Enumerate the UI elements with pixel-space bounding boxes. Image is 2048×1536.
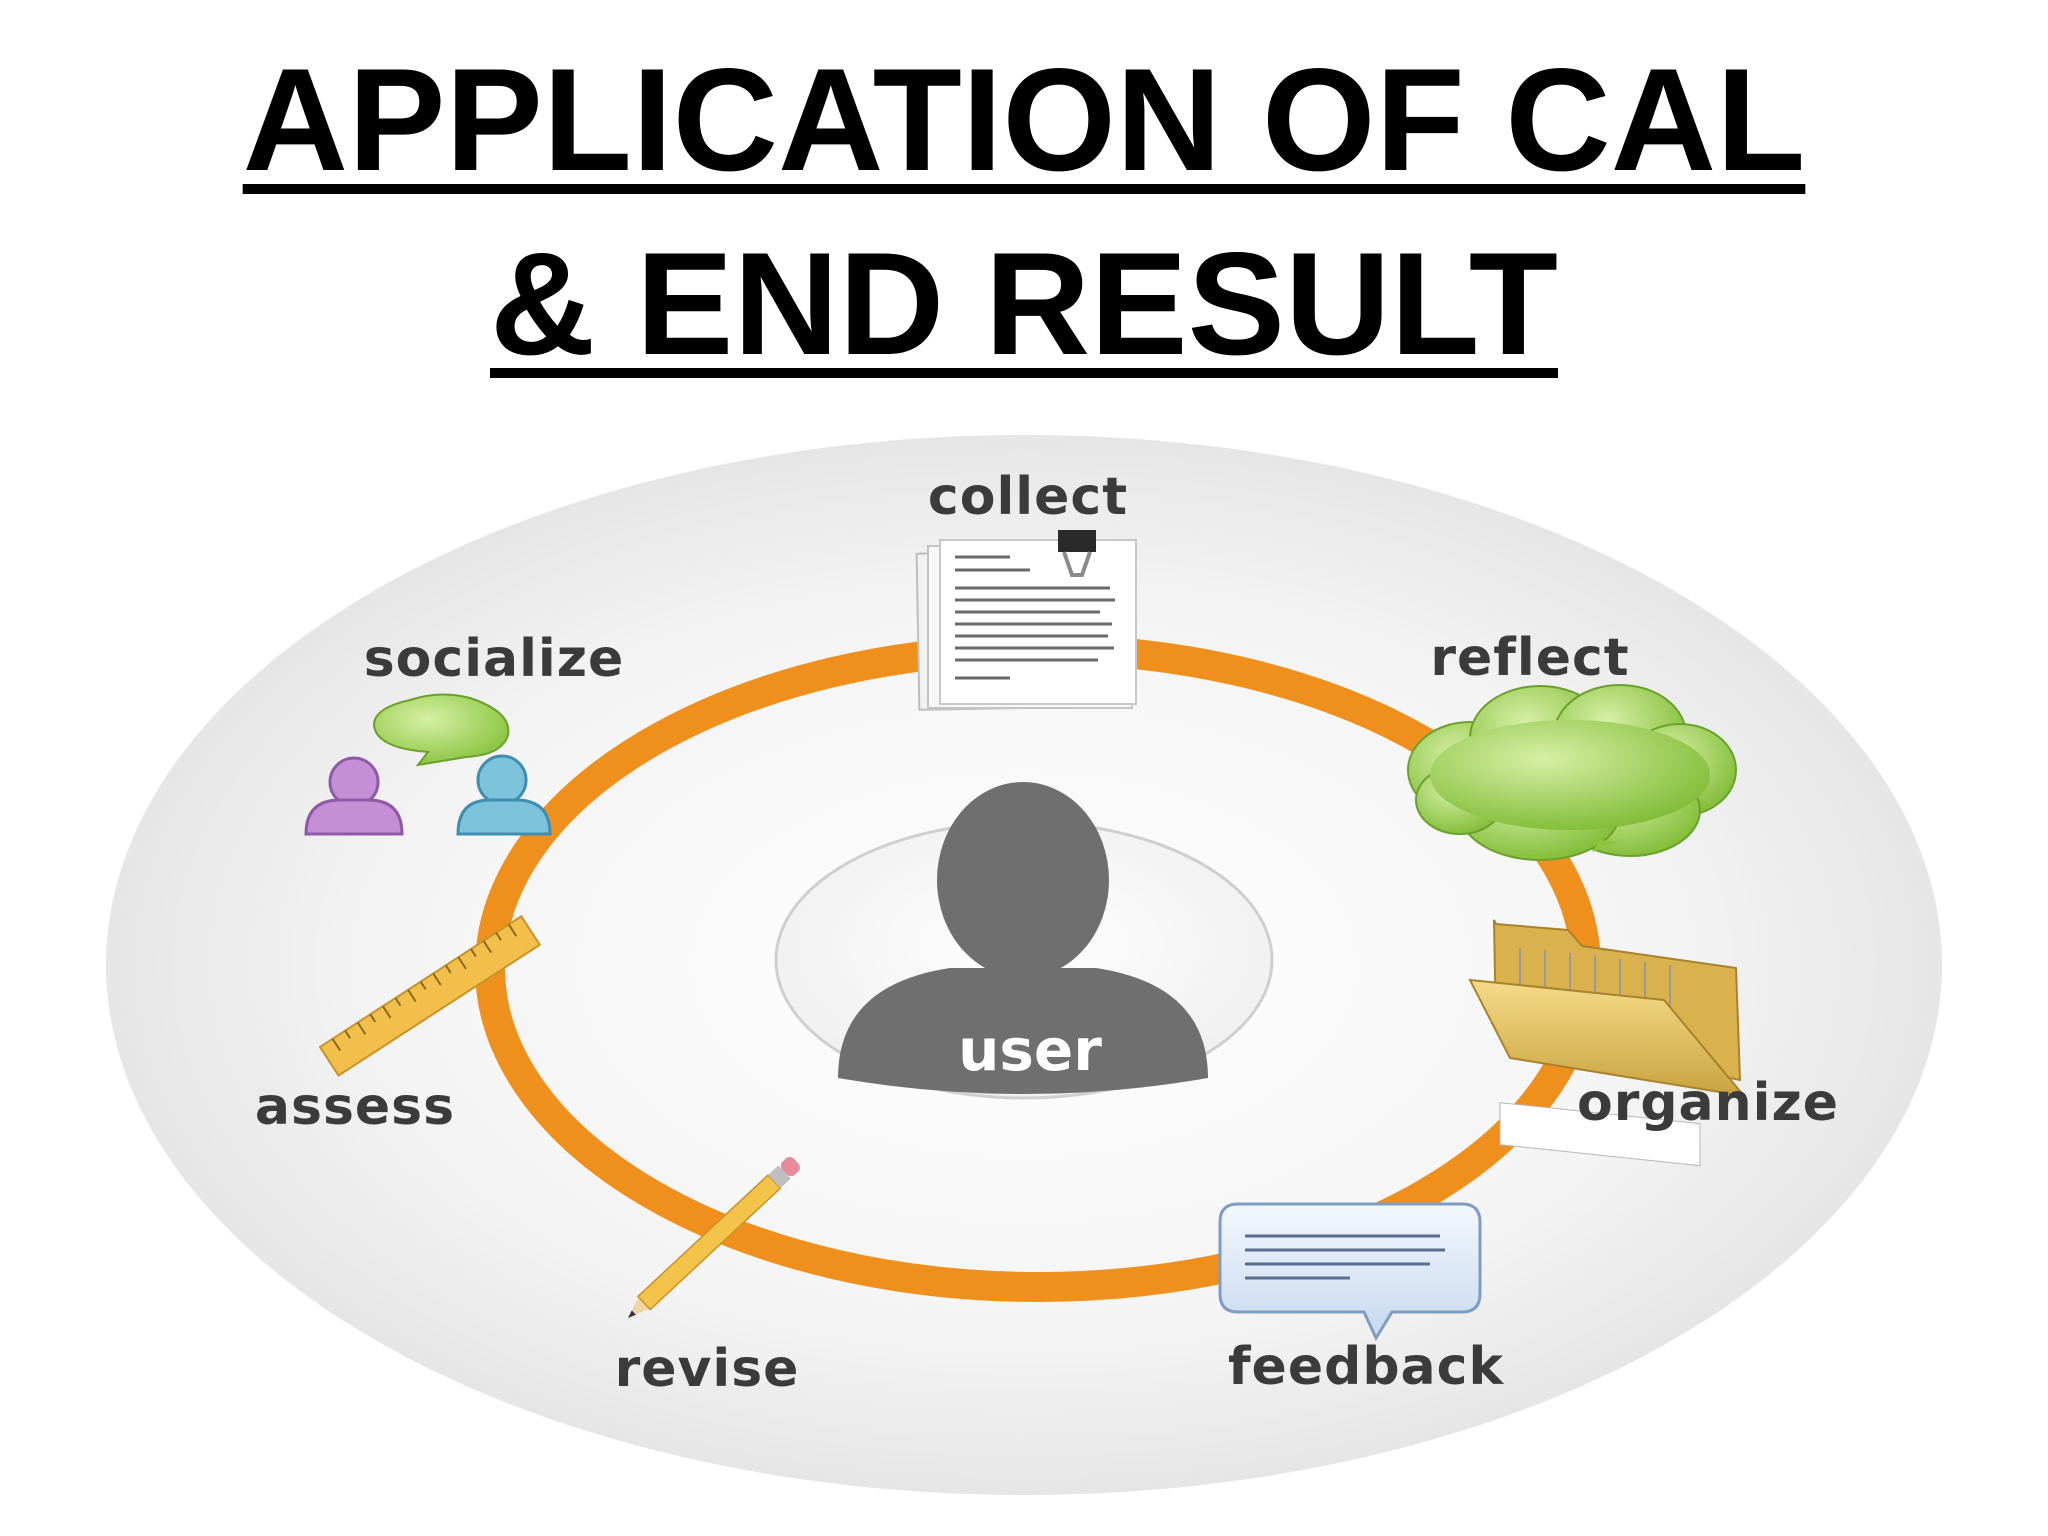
document-clip-icon	[915, 530, 1137, 711]
folder-icon	[1468, 919, 1747, 1167]
thought-cloud-icon	[1407, 684, 1737, 861]
step-label-reflect: reflect	[1430, 628, 1629, 688]
step-label-collect: collect	[928, 467, 1128, 527]
step-label-assess: assess	[255, 1077, 455, 1137]
people-chat-icon	[304, 693, 552, 836]
title-line-2: & END RESULT	[490, 222, 1558, 385]
pencil-icon	[628, 1157, 800, 1318]
step-label-organize: organize	[1577, 1073, 1839, 1133]
user-avatar: user	[774, 782, 1274, 1100]
step-label-revise: revise	[615, 1339, 800, 1399]
ruler-icon	[318, 914, 542, 1077]
speech-bubble-icon	[1218, 1202, 1482, 1342]
step-label-socialize: socialize	[364, 629, 625, 689]
title-line-1: APPLICATION OF CAL	[242, 38, 1806, 201]
user-label: user	[958, 1016, 1102, 1084]
step-label-feedback: feedback	[1228, 1337, 1505, 1397]
slide-title: APPLICATION OF CAL & END RESULT	[0, 28, 2048, 396]
